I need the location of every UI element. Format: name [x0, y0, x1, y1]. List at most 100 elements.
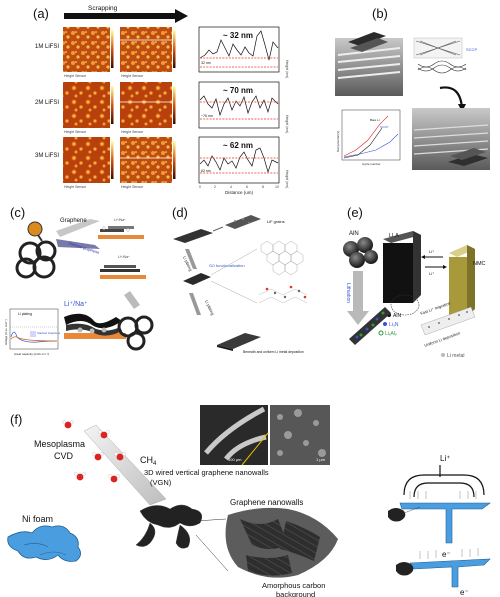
lif-label: LiF grains — [267, 219, 285, 224]
panel-f-label: (f) — [10, 412, 23, 427]
panel-c-label: (c) — [10, 205, 26, 220]
graphene-network — [15, 240, 57, 279]
stacked-flakes-bottom — [448, 148, 488, 166]
profile-plot-2: ~ 70 nm ~76 nm — [198, 81, 280, 129]
afm-map-left — [63, 137, 110, 183]
panel-a-figure: Scrapping 1M LiFSI 2M LiFSI — [35, 5, 289, 195]
svg-text:Li₃N: Li₃N — [389, 322, 399, 328]
vgn-structure — [135, 504, 202, 549]
svg-text:Lithiation: Lithiation — [345, 283, 351, 303]
chart-legend-2: SCCP — [380, 125, 388, 129]
marker-label: ~76 nm — [201, 114, 213, 118]
svg-text:Li plating: Li plating — [182, 255, 193, 272]
graphene-lattice — [260, 240, 304, 276]
nmc-block — [449, 257, 467, 317]
li-flow-schematic — [403, 465, 485, 498]
aln-label: AlN — [349, 231, 359, 237]
svg-text:Height Sensor: Height Sensor — [121, 74, 144, 78]
svg-text:Height Sensor: Height Sensor — [64, 130, 87, 134]
profile-ylabel: Height (nm) — [285, 60, 289, 78]
svg-text:NMC: NMC — [473, 261, 486, 267]
scrapping-label: Scrapping — [88, 5, 118, 12]
profile-ylabel: Height (nm) — [285, 170, 289, 188]
svg-text:1 μm: 1 μm — [316, 457, 326, 462]
panel-d-label: (d) — [172, 205, 188, 220]
afm-row-label: 2M LiFSI — [35, 100, 59, 106]
li-plate-1 — [173, 229, 213, 243]
panel-b-figure: SCCP Bare Li SCCP Cycle number Overpoten… — [335, 32, 490, 170]
mesoplasma-label: Mesoplasma — [34, 439, 85, 449]
svg-text:LLA: LLA — [389, 233, 399, 239]
svg-text:Li plating: Li plating — [204, 299, 215, 316]
overpotential-chart — [341, 109, 401, 161]
panel-b-label: (b) — [372, 6, 388, 21]
vgn-label-2: (VGN) — [150, 478, 172, 487]
profile-plot-1: ~ 32 nm 32 nm — [198, 26, 280, 73]
chart-ylabel: Overpotential (V) — [336, 131, 340, 152]
thickness-label: ~ 32 nm — [223, 31, 253, 40]
li-plate-2 — [217, 333, 261, 349]
graphene-label: Graphene — [60, 218, 87, 224]
svg-text:6: 6 — [246, 185, 248, 189]
profile-ylabel: Height (nm) — [285, 115, 289, 133]
svg-text:Li⁺/Na⁺: Li⁺/Na⁺ — [118, 255, 130, 259]
svg-text:8: 8 — [262, 185, 264, 189]
ion-label: Li⁺/Na⁺ — [64, 301, 88, 308]
svg-text:Fast Li⁺ migration: Fast Li⁺ migration — [420, 300, 451, 316]
stacked-flakes — [348, 32, 388, 52]
graphene-network-2 — [117, 315, 154, 351]
profile-xlabel: Distance (um) — [225, 190, 254, 195]
afm-row-label: 1M LiFSI — [35, 44, 59, 50]
afm-map-left — [63, 27, 110, 72]
small-vgn-1 — [388, 508, 406, 522]
aln-particles — [343, 237, 378, 268]
amorphous-label-2: background — [276, 590, 315, 597]
lens-icon — [27, 221, 43, 237]
svg-text:Li plating: Li plating — [18, 312, 32, 316]
ch4-molecules — [62, 420, 126, 483]
svg-text:10: 10 — [275, 185, 279, 189]
panel-d-figure: LiF grains Li plating SO functionalizati… — [173, 215, 308, 354]
li-plus-label: Li⁺ — [440, 454, 450, 463]
svg-text:4: 4 — [230, 185, 232, 189]
marker-label: 32 nm — [201, 61, 211, 65]
svg-text:Li⁺: Li⁺ — [429, 271, 434, 276]
svg-text:Height Sensor: Height Sensor — [64, 185, 87, 189]
vgn-label-1: 3D wired vertical graphene nanowalls — [144, 468, 269, 477]
svg-text:AlN: AlN — [393, 313, 401, 319]
svg-text:Stacked Graphene: Stacked Graphene — [37, 331, 61, 335]
ni-foam — [7, 525, 81, 562]
afm-map-right — [120, 137, 172, 183]
afm-row-1: 1M LiFSI — [35, 27, 176, 72]
chart-xlabel: Cycle number — [362, 162, 381, 166]
thickness-label: ~ 70 nm — [223, 86, 253, 95]
svg-text:Li⁺: Li⁺ — [429, 249, 434, 254]
nanowalls-structure — [225, 507, 338, 578]
svg-text:Beneath and uniform Li metal d: Beneath and uniform Li metal deposition — [243, 350, 304, 354]
svg-text:Height Sensor: Height Sensor — [121, 185, 144, 189]
lithiated-rod — [349, 307, 391, 345]
profile-plot-3: ~ 62 nm 62 nm — [198, 136, 280, 184]
panel-a-label: (a) — [33, 6, 49, 21]
panel-e-label: (e) — [347, 205, 363, 220]
svg-text:Li metal: Li metal — [447, 353, 465, 359]
afm-colorbar — [111, 30, 114, 68]
svg-text:Li⁺/Na⁺: Li⁺/Na⁺ — [114, 218, 126, 222]
thickness-label: ~ 62 nm — [223, 141, 253, 150]
amorphous-label-1: Amorphous carbon — [262, 581, 325, 590]
svg-text:Height Sensor: Height Sensor — [64, 74, 87, 78]
nifoam-label: Ni foam — [22, 514, 53, 524]
panel-f-figure: Mesoplasma CVD CH4 Ni foam 100 μm 1 μm 3… — [7, 405, 491, 597]
svg-text:LiₓAlᵧ: LiₓAlᵧ — [385, 331, 397, 337]
afm-row-label: 3M LiFSI — [35, 153, 59, 159]
afm-map-right — [120, 27, 172, 72]
electrode-tree — [399, 502, 491, 544]
afm-map-left — [63, 82, 110, 128]
scrapping-arrow — [64, 9, 188, 23]
profile-xticks: 0 2 4 6 8 10 — [199, 185, 279, 189]
svg-text:Voltage (V vs. Li/Li⁺): Voltage (V vs. Li/Li⁺) — [4, 319, 8, 345]
nanowalls-label: Graphene nanowalls — [230, 498, 303, 507]
svg-text:2: 2 — [214, 185, 216, 189]
sccp-label-top: SCCP — [466, 47, 477, 52]
panel-c-figure: Graphene Stacked graphene Li⁺/Na⁺ Li⁺/Na… — [4, 218, 154, 356]
